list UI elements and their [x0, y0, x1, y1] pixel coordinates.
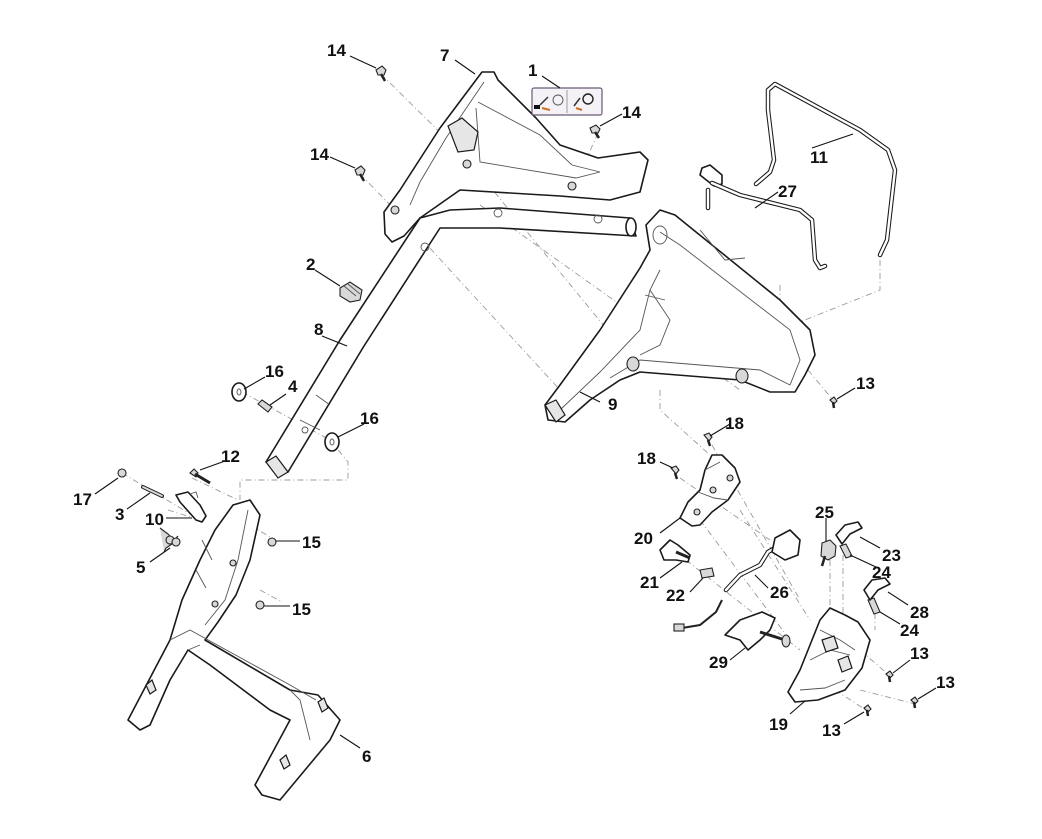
callout-23: 23: [882, 546, 901, 565]
callout-14: 14: [327, 41, 346, 60]
part-8-handle-tube: [265, 207, 637, 479]
callout-12: 12: [221, 447, 240, 466]
part-1-decal: [531, 87, 603, 116]
callout-6: 6: [362, 747, 371, 766]
callout-7: 7: [440, 46, 449, 65]
callout-9: 9: [608, 395, 617, 414]
part-12-bolt: [189, 468, 211, 485]
part-26-cable-harness: [673, 529, 801, 632]
callout-4: 4: [288, 377, 298, 396]
callout-14: 14: [310, 145, 329, 164]
callout-13: 13: [910, 644, 929, 663]
callout-2: 2: [306, 255, 315, 274]
part-16-washers: [231, 382, 340, 452]
part-28-lever: [863, 577, 891, 601]
part-3-pin: [141, 485, 164, 498]
callout-13: 13: [822, 721, 841, 740]
callout-29: 29: [709, 653, 728, 672]
callout-21: 21: [640, 573, 659, 592]
callout-11: 11: [810, 148, 828, 167]
callout-10: 10: [145, 510, 164, 529]
part-11-safety-bail: [753, 81, 898, 258]
callout-13: 13: [856, 374, 875, 393]
callout-16: 16: [265, 362, 284, 381]
part-10-lever: [175, 491, 207, 523]
part-18-screws: [670, 432, 713, 480]
part-4-spacer: [257, 399, 273, 413]
part-5-spring: [159, 527, 181, 553]
callout-22: 22: [666, 586, 685, 605]
part-25-switch: [820, 539, 837, 567]
part-2-cable-clip: [339, 281, 363, 303]
callout-28: 28: [910, 603, 929, 622]
callout-15: 15: [302, 533, 321, 552]
leader-lines: [94, 55, 937, 749]
callout-16: 16: [360, 409, 379, 428]
part-17-nut: [117, 468, 127, 478]
callout-24: 24: [872, 563, 891, 582]
callout-25: 25: [815, 503, 834, 522]
part-6-lower-bracket: [127, 499, 341, 801]
callout-24: 24: [900, 621, 919, 640]
part-15-nuts: [255, 537, 277, 610]
callout-14: 14: [622, 103, 641, 122]
callout-8: 8: [314, 320, 323, 339]
part-13-screws: [829, 396, 919, 717]
part-27-drive-bail: [699, 164, 828, 271]
callout-19: 19: [769, 715, 788, 734]
callout-17: 17: [73, 490, 92, 509]
callout-18: 18: [637, 449, 656, 468]
part-21-knob: [659, 539, 691, 563]
part-23-lever: [835, 521, 863, 545]
part-20-cover-plate: [679, 454, 741, 527]
callout-1: 1: [528, 61, 537, 80]
part-29-start-lever: [724, 611, 791, 651]
part-14-screws: [354, 65, 601, 182]
callout-labels: 14 7 1 14 14 11 27 2 8 16 4 16 9 13 18 1…: [73, 41, 955, 766]
part-22-spring: [699, 567, 715, 579]
callout-26: 26: [770, 583, 789, 602]
callout-18: 18: [725, 414, 744, 433]
callout-27: 27: [778, 182, 797, 201]
part-7-handle-cover: [383, 71, 649, 243]
callout-20: 20: [634, 529, 653, 548]
callout-15: 15: [292, 600, 311, 619]
callout-3: 3: [115, 505, 124, 524]
callout-13: 13: [936, 673, 955, 692]
part-19-control-housing: [787, 607, 871, 703]
callout-5: 5: [136, 558, 145, 577]
part-9-upper-handle: [544, 209, 816, 423]
